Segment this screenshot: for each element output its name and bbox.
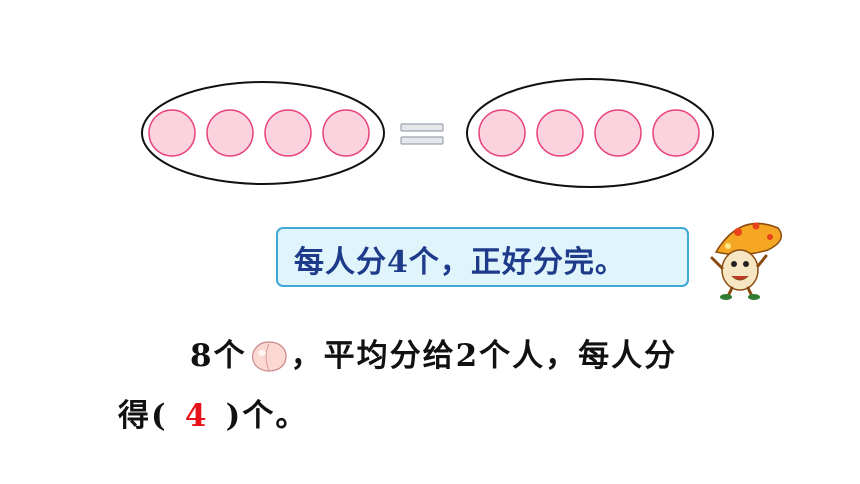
speech-bubble: 每人分4个，正好分完。 <box>276 227 689 287</box>
problem-line-2: 得( 4 )个。 <box>118 390 308 435</box>
peach-circle <box>206 109 254 157</box>
peach-circle <box>536 109 584 157</box>
peach-circle <box>322 109 370 157</box>
equals-sign <box>400 123 444 145</box>
peach-circle <box>478 109 526 157</box>
peach-icon <box>251 341 287 372</box>
peach-circle <box>264 109 312 157</box>
answer-value: 4 <box>184 398 209 434</box>
mushroom-character-icon <box>710 222 783 300</box>
problem-prefix: 得( <box>118 398 168 434</box>
left-peach-group <box>148 109 370 157</box>
peach-circle <box>148 109 196 157</box>
group-oval-right <box>466 78 714 188</box>
problem-rest: ，平均分给2个人，每人分 <box>290 338 678 374</box>
problem-count: 8个 <box>190 338 247 374</box>
problem-line-1: 8个 ，平均分给2个人，每人分 <box>190 330 677 375</box>
peach-circle <box>594 109 642 157</box>
speech-bubble-text: 每人分4个，正好分完。 <box>294 245 626 280</box>
problem-suffix: )个。 <box>225 398 309 434</box>
group-oval-left <box>141 81 385 185</box>
peach-circle <box>652 109 700 157</box>
right-peach-group <box>478 109 700 157</box>
